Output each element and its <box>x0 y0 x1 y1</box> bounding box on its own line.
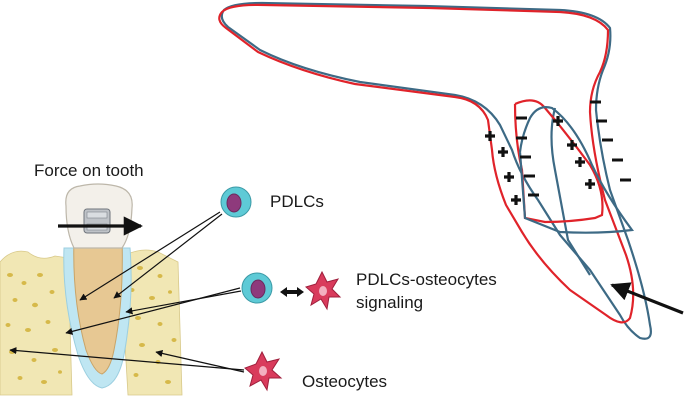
osteocyte-icon <box>244 350 283 392</box>
bracket-icon <box>83 208 111 234</box>
double-arrow-icon <box>280 287 304 297</box>
blue-root-inner <box>550 107 591 276</box>
force-arrow-overlay <box>610 282 684 315</box>
force-on-tooth-label: Force on tooth <box>34 161 144 180</box>
signaling-label-line2: signaling <box>356 293 424 312</box>
tooth-illustration <box>0 183 183 396</box>
osteocytes-label: Osteocytes <box>302 372 388 391</box>
tooth-root <box>73 237 123 375</box>
tooth-outline-overlay <box>218 1 652 340</box>
red-tooth-outline <box>218 3 635 324</box>
blue-tooth-outline <box>220 1 652 340</box>
pdlc-cell-icon <box>241 272 273 304</box>
pdlcs-label: PDLCs <box>270 192 324 211</box>
alveolar-bone-left <box>0 250 73 396</box>
pdlc-cell-icon <box>220 186 252 218</box>
signaling-label-line1: PDLCs-osteocytes <box>356 270 497 289</box>
compression-signs <box>485 116 595 205</box>
osteocyte-icon <box>304 270 342 311</box>
blue-root-box <box>518 106 635 234</box>
bone-pores <box>5 266 177 384</box>
tension-signs <box>516 100 631 197</box>
pointer-arrows <box>9 211 245 373</box>
